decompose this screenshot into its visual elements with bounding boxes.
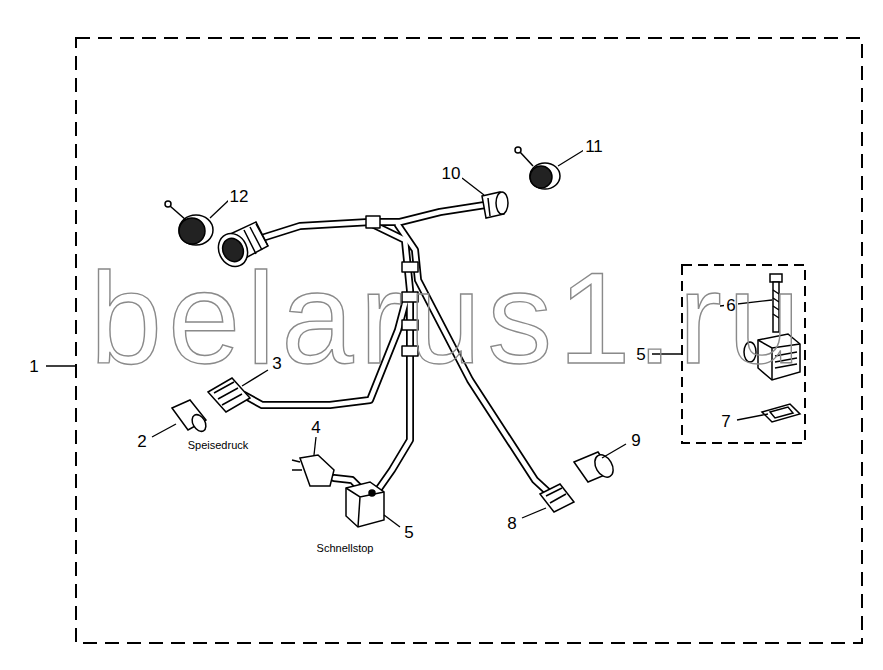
callout-number: 12 [228,187,251,206]
part-caption: Speisedruck [186,439,251,452]
callout-number: 10 [440,164,463,183]
watermark: belarus1.ru [90,253,806,383]
part-caption: Schnellstop [315,542,376,555]
callout-number: 1 [27,357,40,376]
callout-number: 7 [719,412,732,431]
callout-number: 2 [135,432,148,451]
callout-number: 4 [309,418,322,437]
callout-number: 11 [583,137,605,156]
callout-number: 9 [629,431,642,450]
callout-number: 5 [402,523,415,542]
callout-number: 8 [505,514,518,533]
